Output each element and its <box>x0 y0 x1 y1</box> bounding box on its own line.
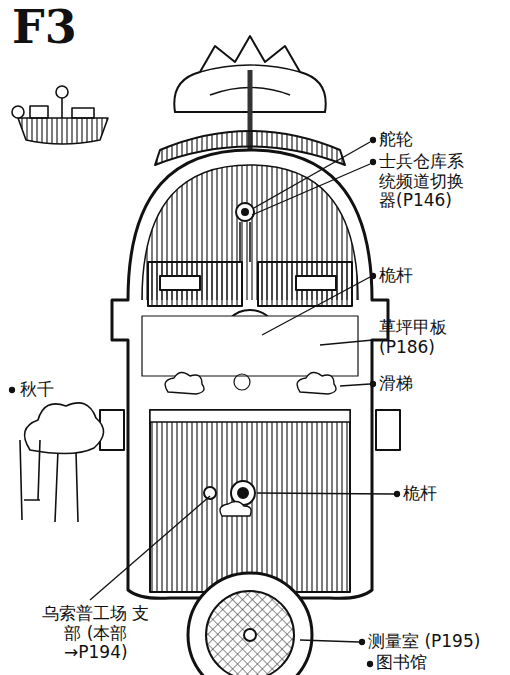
callout-label: 图书馆 <box>376 653 427 673</box>
callout-label: 测量室 (P195) <box>368 632 480 652</box>
callout-label: 桅杆 <box>379 266 413 286</box>
floor-title: F3 <box>12 4 77 50</box>
callout-label: 秋千 <box>20 380 54 400</box>
callout-label: 舵轮 <box>379 130 413 150</box>
callout-label: 乌索普工场 支部 (本部→P194) <box>38 604 154 663</box>
callout-label: 滑梯 <box>379 374 413 394</box>
callout-label: 士兵仓库系统频道切换器(P146) <box>379 152 469 211</box>
callout-label: 草坪甲板 (P186) <box>379 318 473 357</box>
callout-label: 桅杆 <box>403 484 437 504</box>
